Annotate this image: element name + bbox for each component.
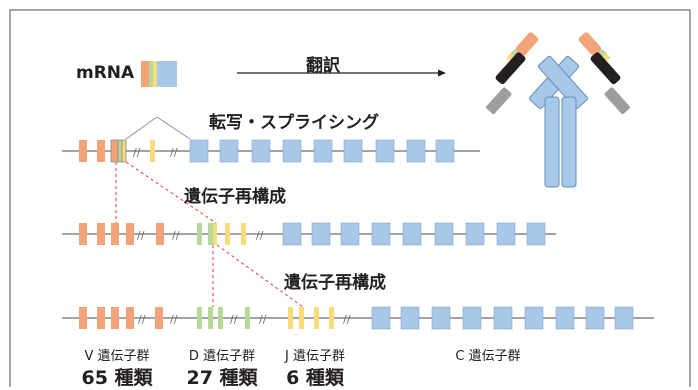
svg-text://: // — [170, 146, 178, 159]
v-gene-group-count: 65 種類 — [81, 367, 153, 389]
dna-row-dj-joined: // // // — [62, 222, 556, 246]
mrna-block — [141, 61, 177, 87]
dna-row-germline: // // // // // — [62, 306, 654, 330]
transcription-splicing-label: 転写・スプライシング — [209, 113, 379, 133]
mrna-v-segment — [141, 61, 149, 87]
c-gene-group-label: C 遺伝子群 — [455, 349, 521, 364]
translation-arrow — [237, 69, 446, 77]
mrna-j-segment — [153, 61, 157, 87]
recombination-label-upper: 遺伝子再構成 — [184, 187, 286, 207]
svg-text://: // — [230, 313, 238, 326]
recombination-label-lower: 遺伝子再構成 — [284, 273, 386, 293]
svg-text://: // — [172, 229, 180, 242]
mrna-label: mRNA — [76, 63, 135, 83]
mrna-c-segment — [157, 61, 177, 87]
svg-text://: // — [170, 313, 178, 326]
frame-border — [9, 9, 691, 387]
d-gene-group-count: 27 種類 — [186, 367, 258, 389]
svg-text://: // — [137, 229, 145, 242]
mrna-d-segment — [149, 61, 153, 87]
svg-text://: // — [138, 313, 146, 326]
splice-bracket — [125, 116, 191, 140]
svg-text://: // — [133, 146, 141, 159]
dna-row-transcript: // // — [62, 116, 480, 163]
v-gene-group-label: V 遺伝子群 — [84, 349, 150, 364]
antibody-icon — [486, 32, 630, 188]
svg-text://: // — [343, 313, 351, 326]
svg-text://: // — [256, 229, 264, 242]
translation-label: 翻訳 — [306, 56, 340, 76]
recombination-links — [115, 161, 304, 308]
j-gene-group-label: J 遺伝子群 — [285, 349, 345, 364]
j-gene-group-count: 6 種類 — [286, 367, 344, 389]
svg-text://: // — [259, 313, 267, 326]
d-gene-group-label: D 遺伝子群 — [188, 349, 256, 364]
